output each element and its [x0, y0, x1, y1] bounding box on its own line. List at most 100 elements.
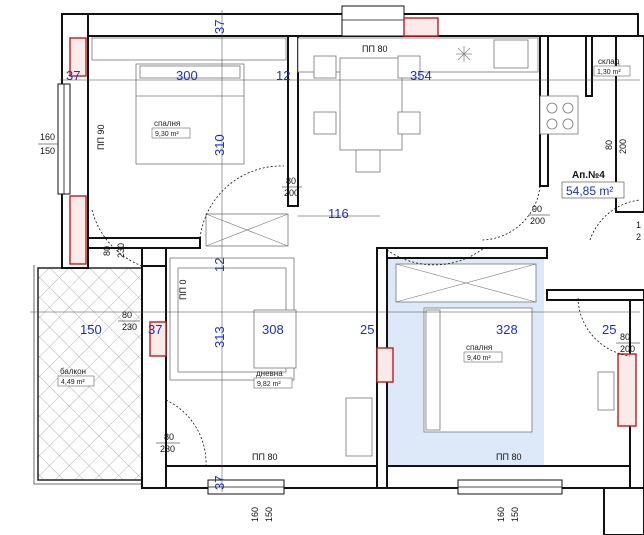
door-balcony[interactable]: [91, 209, 143, 267]
room-living-area-box: [253, 377, 293, 389]
room-living-label: дневна: [256, 369, 283, 378]
room-balcony-label: балкон: [60, 367, 86, 376]
label-win-left-h: 150: [40, 146, 55, 156]
bed-bedroom1: [135, 63, 245, 165]
room-living-area: 9,82 m²: [257, 381, 281, 388]
label-door-bal-h: 230: [122, 322, 137, 332]
kitchen-sink: [493, 39, 529, 69]
dim-wall-25b: 25: [602, 322, 616, 337]
dim-wall-37b: 37: [148, 322, 162, 337]
label-door-bed-w: 80: [286, 176, 296, 186]
dim-top-left: 37: [66, 68, 80, 83]
room-bedroom2-area-box: [463, 351, 503, 363]
label-win-bot-right-h: 150: [510, 507, 520, 522]
label-door-bed2-w: 80: [620, 332, 630, 342]
apartment-area-box: [561, 181, 625, 199]
label-win-bot-left-w: 160: [250, 507, 260, 522]
dim-wall-12a: 12: [276, 68, 290, 83]
dining-chair-4: [397, 111, 421, 135]
label-door-liv-w: 80: [164, 432, 174, 442]
door-bedroom1[interactable]: [199, 165, 285, 239]
room-bedroom2-area: 9,40 m²: [467, 355, 491, 362]
label-door-side-w: 80: [102, 246, 112, 256]
wall-bottom-right: [603, 487, 644, 535]
window-top[interactable]: [341, 5, 405, 37]
room-bedroom1-area: 9,30 m²: [155, 131, 179, 138]
room-storage-area: 1,30 m²: [597, 69, 621, 76]
dim-bedroom-depth: 310: [212, 134, 227, 156]
wardrobe-bedroom2-cross: [395, 263, 537, 303]
room-storage-label: склад: [598, 57, 620, 66]
label-door-store-h: 200: [618, 139, 628, 154]
kitchen-fan-icon: [456, 46, 472, 62]
dim-kitchen-width: 354: [410, 68, 432, 83]
bedroom2-floor-ext: [544, 298, 630, 484]
label-pp80-top: ПП 80: [362, 44, 387, 54]
dining-table[interactable]: [339, 57, 403, 151]
label-door-right-h: 2: [636, 232, 641, 242]
label-pp80-bottom-right: ПП 80: [496, 452, 521, 462]
label-door-bed2-h: 200: [620, 344, 635, 354]
wall-bed2-ledge: [546, 289, 644, 301]
balcony-floor[interactable]: [37, 267, 143, 481]
apartment-title: Ап.№4: [572, 170, 605, 181]
apartment-area: 54,85 m²: [566, 184, 613, 198]
label-door-bed-h: 200: [284, 188, 299, 198]
wall-storage: [585, 35, 593, 97]
vent-shaft-3: [403, 17, 439, 37]
dining-chair-2: [313, 111, 337, 135]
dim-wall-12b: 12: [212, 258, 227, 272]
kitchen-stove: [539, 95, 579, 135]
stove-burner-1: [546, 102, 558, 114]
label-door-hall-h: 200: [530, 216, 545, 226]
dining-chair-3: [397, 55, 421, 79]
room-balcony-area: 4,49 m²: [61, 379, 85, 386]
dining-chair-5: [355, 149, 381, 173]
door-bedroom2[interactable]: [386, 247, 485, 266]
dim-balcony-width: 150: [80, 322, 102, 337]
room-balcony-area-box: [57, 375, 95, 387]
dim-bedroom2-width: 328: [496, 322, 518, 337]
vent-shaft-6: [617, 353, 637, 427]
wardrobe-bedroom1: [91, 37, 287, 61]
wall-bed2-top: [386, 247, 548, 259]
dim-hall-width: 116: [328, 206, 349, 221]
bed-bedroom2-pillows: [425, 309, 441, 431]
label-pp80-bottom-left: ПП 80: [252, 452, 277, 462]
bed-bedroom2: [423, 307, 533, 433]
bed-bedroom1-pillows: [139, 65, 241, 79]
wall-bed1-right: [287, 35, 299, 207]
bedroom2-nightstand: [597, 371, 615, 411]
vent-shaft-5: [376, 347, 394, 383]
label-win-bot-right-w: 160: [496, 507, 506, 522]
vent-shaft-1: [69, 37, 87, 77]
hall-wardrobe-cross: [205, 213, 289, 247]
label-door-side-h: 230: [116, 243, 126, 258]
dim-bottom-37: 37: [212, 476, 227, 490]
dim-living-width: 308: [262, 322, 284, 337]
room-bedroom1-area-box: [151, 127, 191, 139]
dim-living-depth: 313: [212, 326, 227, 348]
stove-burner-3: [546, 118, 558, 130]
label-win-left-w: 160: [40, 132, 55, 142]
label-win-bot-left-h: 150: [264, 507, 274, 522]
stove-burner-2: [562, 102, 574, 114]
vent-shaft-4: [149, 321, 167, 357]
label-door-right-w: 1: [636, 220, 641, 230]
label-door-bal-w: 80: [122, 310, 132, 320]
stove-burner-4: [562, 118, 574, 130]
label-door-liv-h: 230: [160, 444, 175, 454]
door-right[interactable]: [589, 199, 641, 241]
label-door-store-w: 80: [604, 140, 614, 150]
wall-right: [615, 35, 644, 213]
door-living[interactable]: [165, 399, 207, 467]
room-bedroom1-label: спалня: [154, 119, 180, 128]
dim-wall-25a: 25: [360, 322, 374, 337]
door-storage[interactable]: [481, 185, 541, 241]
tv-stand: [345, 397, 373, 457]
room-bedroom2-label: спалня: [466, 343, 492, 352]
wall-hall-lower: [141, 247, 167, 267]
dim-bedroom-width: 300: [176, 68, 198, 83]
label-pp90: ПП 90: [96, 125, 106, 150]
